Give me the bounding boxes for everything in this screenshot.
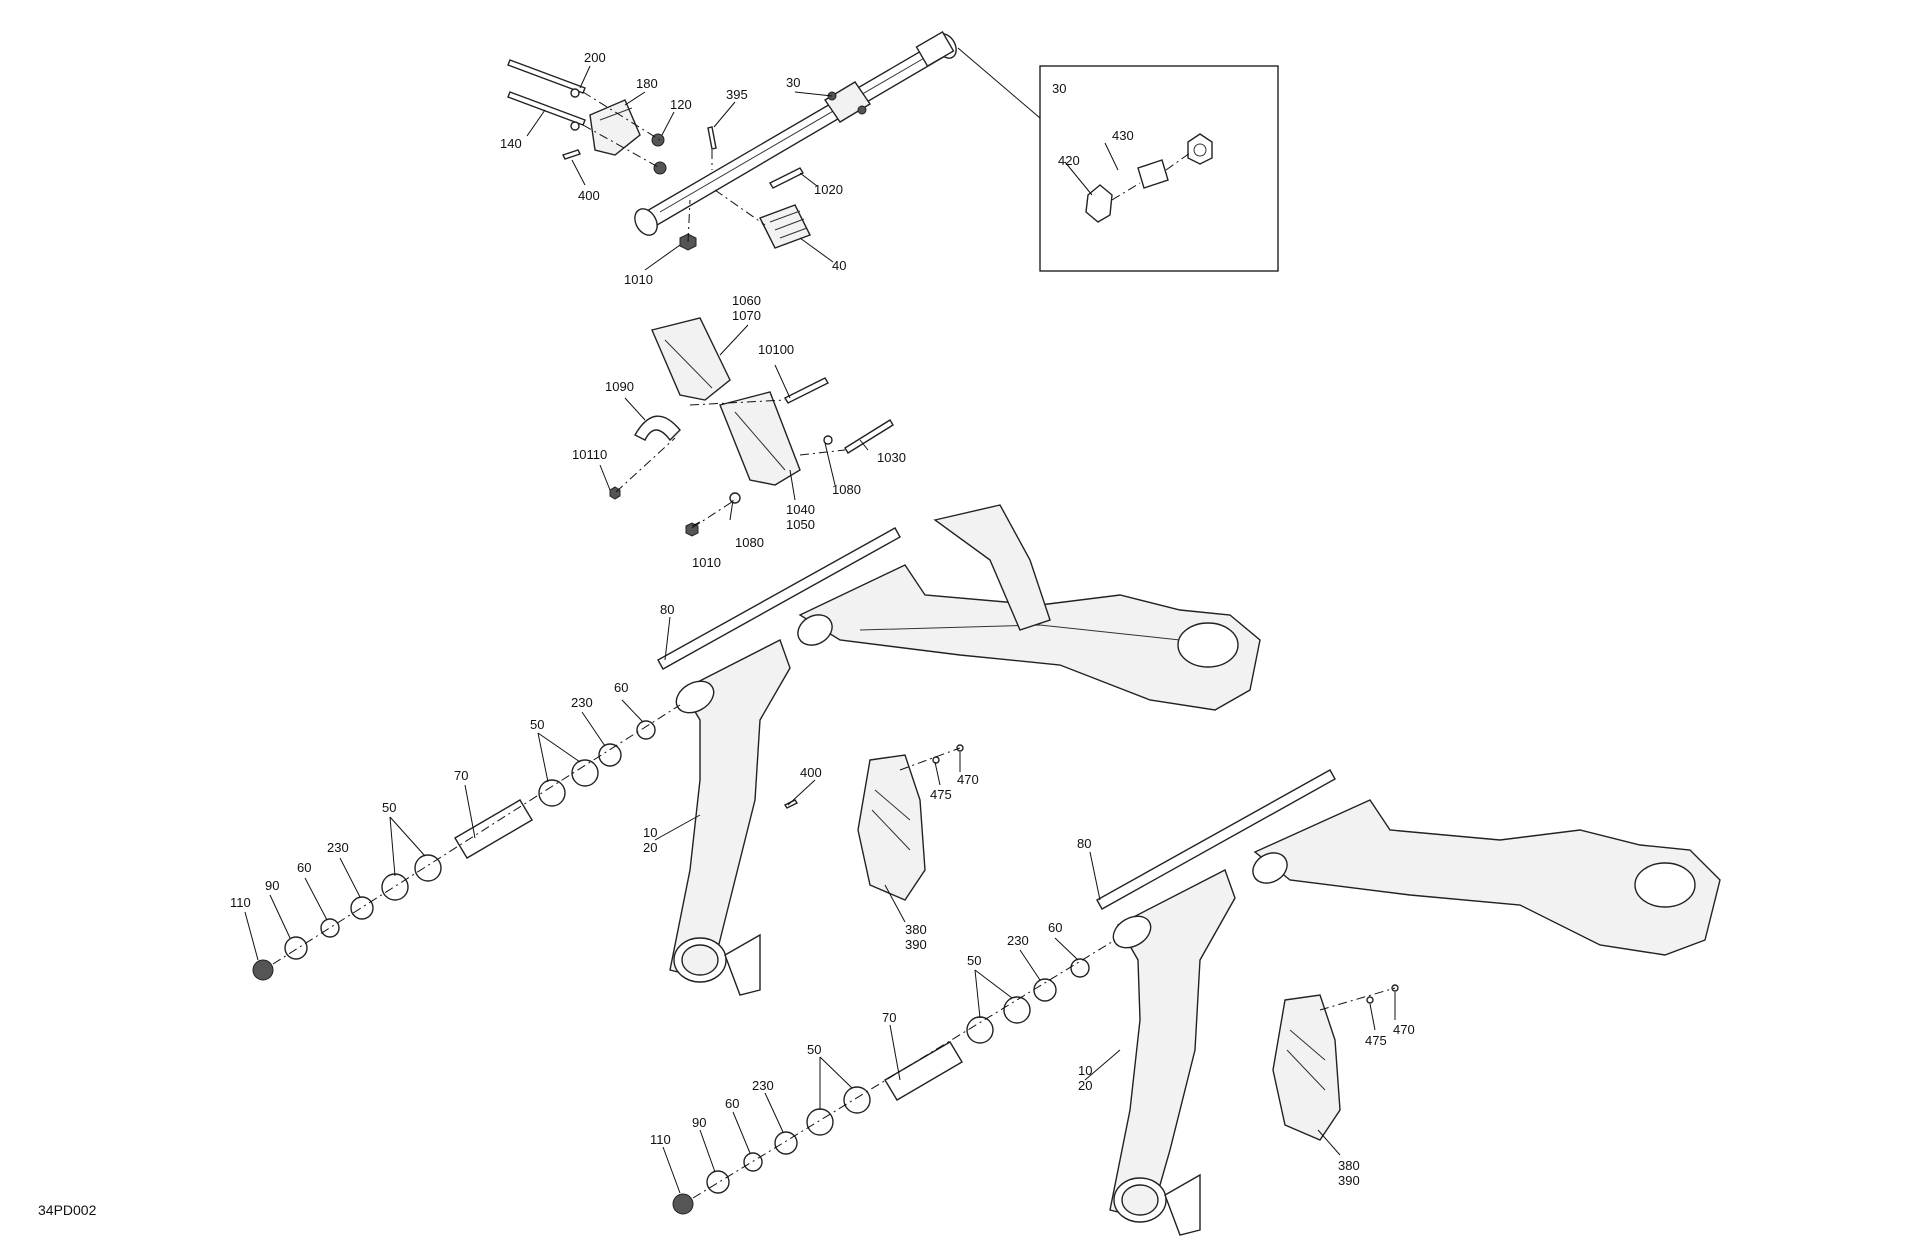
callout-70: 70 — [882, 1010, 897, 1025]
callout-140: 140 — [500, 136, 522, 151]
callout-1010: 1010 — [624, 272, 653, 287]
sway-bar-assembly — [507, 31, 957, 251]
leader-lines — [244, 65, 1396, 1194]
callout-230: 230 — [752, 1078, 774, 1093]
callout-1080: 1080 — [832, 482, 861, 497]
callout-420: 420 — [1058, 153, 1080, 168]
callout-110: 110 — [230, 895, 251, 910]
callout-50: 50 — [382, 800, 397, 815]
drawing-code: 34PD002 — [38, 1202, 97, 1218]
detail-box — [957, 47, 1279, 272]
callout-395: 395 — [726, 87, 748, 102]
callout-470: 470 — [957, 772, 979, 787]
callout-60: 60 — [614, 680, 629, 695]
callout-60: 60 — [725, 1096, 740, 1111]
callout-120: 120 — [670, 97, 692, 112]
callout-430: 430 — [1112, 128, 1134, 143]
callout-10100: 10100 — [758, 342, 795, 357]
callout-50: 50 — [530, 717, 545, 732]
callout-10110: 10110 — [572, 447, 608, 462]
callout-470: 470 — [1393, 1022, 1415, 1037]
callout-180: 180 — [636, 76, 658, 91]
a-arm-assembly-upper — [252, 504, 1261, 996]
callout-90: 90 — [265, 878, 280, 893]
callout-90: 90 — [692, 1115, 707, 1130]
callout-230: 230 — [1007, 933, 1029, 948]
callout-1010: 1010 — [692, 555, 721, 570]
callout-230: 230 — [571, 695, 593, 710]
callout-230: 230 — [327, 840, 349, 855]
callout-1090: 1090 — [605, 379, 634, 394]
callout-1030: 1030 — [877, 450, 906, 465]
callout-60: 60 — [297, 860, 312, 875]
callout-110: 110 — [650, 1132, 671, 1147]
a-arm-assembly-lower — [672, 769, 1721, 1236]
callout-50: 50 — [967, 953, 982, 968]
callout-1020: 1020 — [814, 182, 843, 197]
detail-box-label: 30 — [1052, 81, 1067, 96]
callout-400: 400 — [578, 188, 600, 203]
callout-200: 200 — [584, 50, 606, 65]
callout-400: 400 — [800, 765, 822, 780]
callout-475: 475 — [930, 787, 952, 802]
callout-40: 40 — [832, 258, 847, 273]
callout-70: 70 — [454, 768, 469, 783]
callout-80: 80 — [660, 602, 675, 617]
callout-30: 30 — [786, 75, 801, 90]
callout-60: 60 — [1048, 920, 1063, 935]
callout-50: 50 — [807, 1042, 822, 1057]
callout-80: 80 — [1077, 836, 1092, 851]
callout-1080: 1080 — [735, 535, 764, 550]
bracket-assembly — [609, 317, 894, 537]
callout-475: 475 — [1365, 1033, 1387, 1048]
